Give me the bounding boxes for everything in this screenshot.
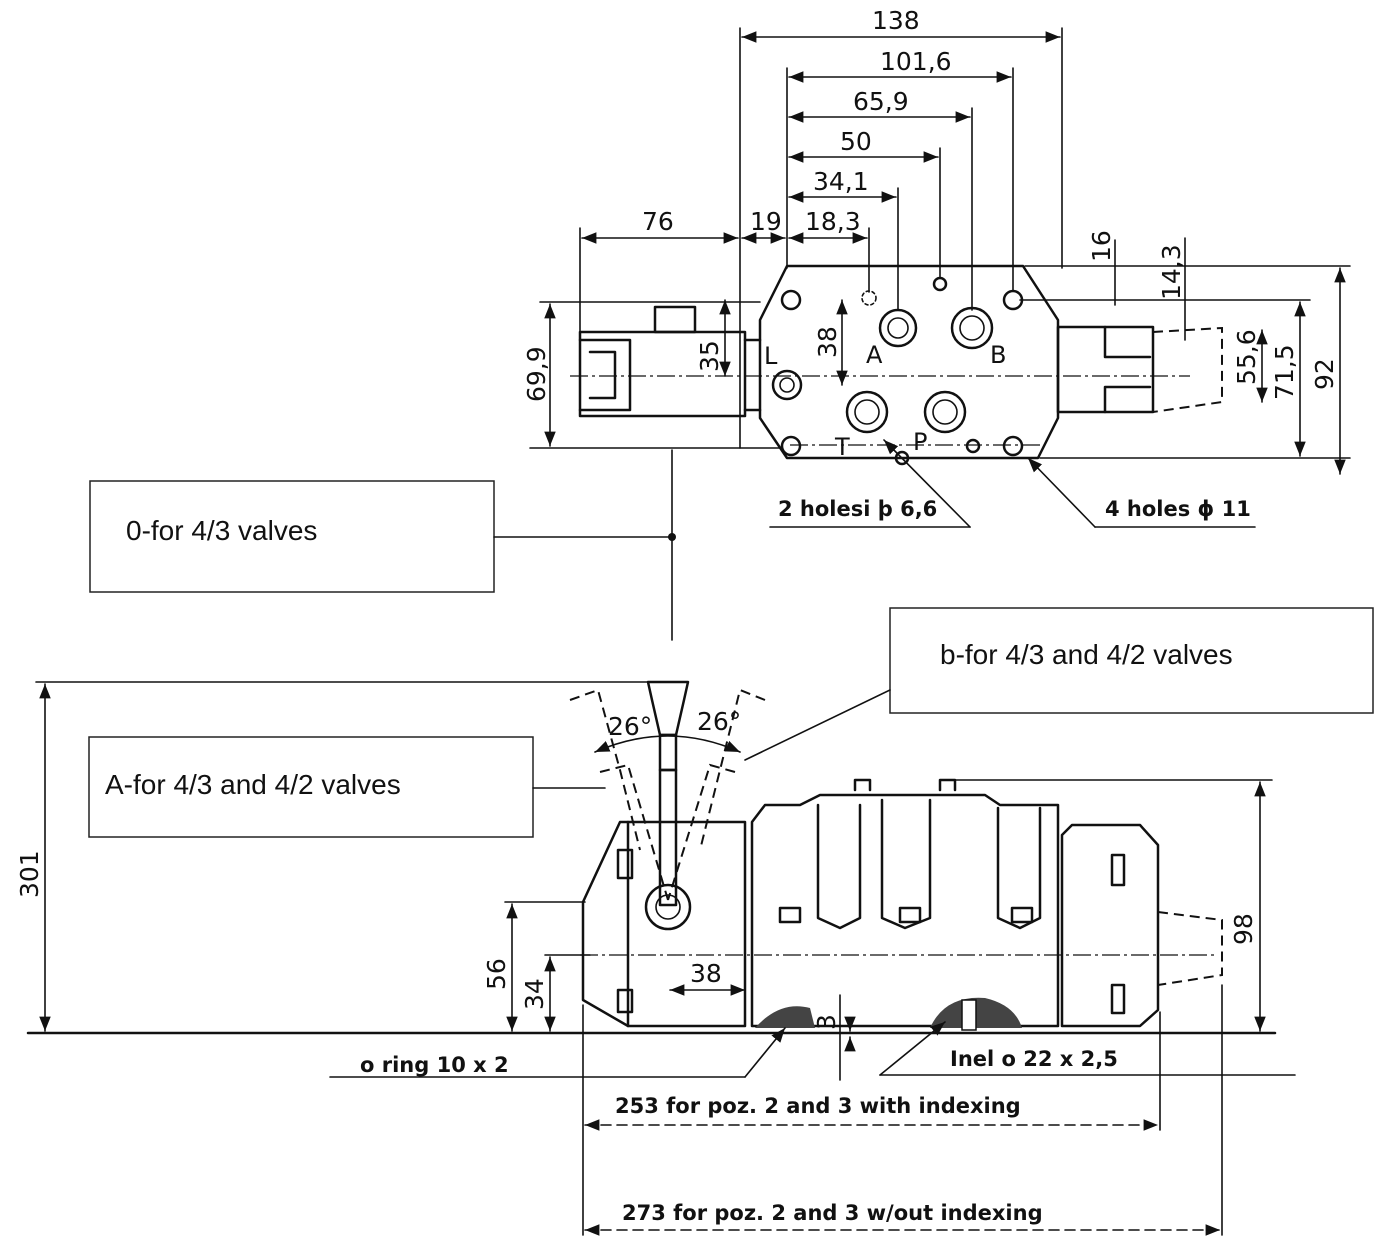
dim-18-3: 18,3 [805, 207, 861, 236]
dim-38-side: 38 [690, 959, 722, 988]
dim-71-5: 71,5 [1270, 344, 1299, 400]
seal-leaders [329, 1021, 1296, 1078]
right-solenoid-top [1056, 325, 1223, 414]
dim-301: 301 [15, 850, 44, 898]
angle-26-left: 26° [608, 712, 652, 741]
label-a-text: A-for 4/3 and 4/2 valves [105, 769, 401, 800]
dim-34-1: 34,1 [813, 167, 869, 196]
note-o-ring: o ring 10 x 2 [360, 1053, 509, 1077]
note-253: 253 for poz. 2 and 3 with indexing [615, 1094, 1021, 1118]
dim-101-6: 101,6 [880, 47, 952, 76]
side-view: 26° 26° [15, 680, 1296, 1236]
port-a-label: A [866, 341, 883, 369]
dim-50: 50 [840, 127, 872, 156]
top-dim-lines [581, 31, 1061, 244]
valve-body-top [758, 264, 1060, 460]
angle-26-right: 26° [697, 707, 741, 736]
top-right-dim-lines [1019, 237, 1351, 475]
label-box-b: b-for 4/3 and 4/2 valves [744, 607, 1374, 761]
label-box-0: 0-for 4/3 valves [89, 480, 676, 593]
top-view: A B L T P 138 101,6 [522, 6, 1351, 641]
dim-38-top: 38 [813, 326, 842, 358]
dim-138: 138 [872, 6, 920, 35]
dim-65-9: 65,9 [853, 87, 909, 116]
note-273: 273 for poz. 2 and 3 w/out indexing [622, 1201, 1043, 1225]
note-4-holes: 4 holes ϕ 11 [1105, 497, 1251, 521]
dim-56: 56 [482, 958, 511, 990]
port-l-label: L [764, 342, 778, 370]
dim-3-lines [839, 994, 856, 1081]
dim-98: 98 [1229, 913, 1258, 945]
dim-14-3: 14,3 [1157, 244, 1186, 300]
dim-3: 3 [812, 1014, 841, 1030]
valve-body-side [580, 778, 1215, 1031]
overall-length-dims [582, 984, 1223, 1236]
dim-16: 16 [1087, 230, 1116, 262]
side-left-dims [35, 681, 746, 1032]
top-extension-lines [579, 27, 1063, 641]
label-0-text: 0-for 4/3 valves [126, 515, 317, 546]
lever-actuator [569, 680, 766, 1028]
note-2-holes: 2 holesi þ 6,6 [778, 497, 937, 521]
dim-69-9: 69,9 [522, 346, 551, 402]
label-box-a: A-for 4/3 and 4/2 valves [88, 736, 606, 838]
top-left-dim-lines [529, 299, 848, 449]
hole-leaders [769, 439, 1256, 528]
dim-55-6: 55,6 [1232, 329, 1261, 385]
note-inel: Inel o 22 x 2,5 [950, 1047, 1118, 1071]
port-p-label: P [913, 428, 927, 456]
port-bores [771, 306, 994, 434]
label-b-text: b-for 4/3 and 4/2 valves [940, 639, 1233, 670]
port-b-label: B [990, 341, 1006, 369]
dim-98-lines [944, 779, 1273, 1032]
dim-76: 76 [642, 207, 674, 236]
left-solenoid-top [578, 305, 762, 418]
right-solenoid-side [1060, 823, 1223, 1028]
hole-ring [780, 276, 1024, 466]
port-t-label: T [834, 433, 850, 461]
dim-19: 19 [750, 207, 782, 236]
dim-34: 34 [520, 978, 549, 1010]
dim-35: 35 [695, 340, 724, 372]
dim-92: 92 [1310, 358, 1339, 390]
